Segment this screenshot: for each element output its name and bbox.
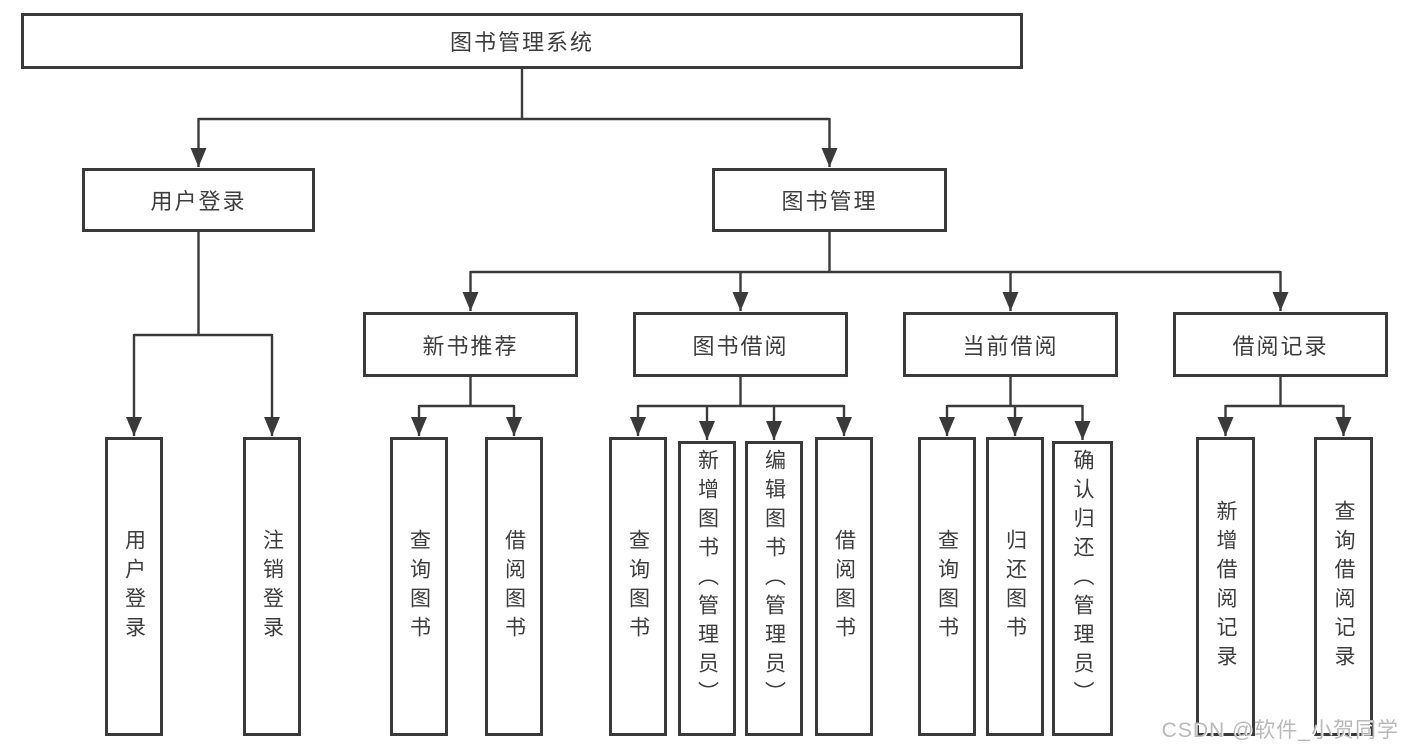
node-current-borrow: 当前借阅 [903,312,1118,377]
node-leaf-bb-borrow-books: 借阅图书 [815,437,873,736]
connector-user-login [126,232,280,436]
connector-current-borrow [939,377,1091,440]
node-borrow-records-label: 借阅记录 [1232,333,1329,359]
leaf-label: 借阅图书 [832,528,856,645]
node-leaf-nbr-borrow-books: 借阅图书 [485,437,543,736]
node-book-borrow-label: 图书借阅 [692,333,789,359]
node-leaf-logout: 注销登录 [243,437,301,736]
node-book-mgmt: 图书管理 [712,168,947,232]
node-leaf-br-query-record: 查询借阅记录 [1314,437,1373,736]
watermark: CSDN @软件_小贺同学 [1161,719,1399,742]
node-book-mgmt-label: 图书管理 [781,189,878,214]
leaf-label: 借阅图书 [502,528,526,645]
node-leaf-bb-edit-books: 编辑图书（管理员） [745,441,803,736]
node-book-borrow: 图书借阅 [633,312,848,377]
leaf-label: 新增图书（管理员） [695,449,719,710]
node-borrow-records: 借阅记录 [1173,312,1388,377]
node-leaf-user-login: 用户登录 [105,437,163,736]
node-leaf-bb-add-books: 新增图书（管理员） [678,441,736,736]
leaf-label: 查询借阅记录 [1332,499,1355,674]
connector-book-mgmt [462,232,1289,311]
leaf-label: 查询图书 [626,528,650,645]
node-leaf-nbr-query-books: 查询图书 [390,437,448,736]
connector-borrow-records [1217,377,1352,436]
node-current-borrow-label: 当前借阅 [962,333,1059,359]
connector-new-book-rec [411,377,522,436]
node-root-label: 图书管理系统 [449,30,594,55]
leaf-label: 查询图书 [935,528,959,645]
leaf-label: 归还图书 [1003,528,1027,645]
node-leaf-bb-query-books: 查询图书 [609,437,667,736]
connector-root [190,69,838,167]
node-root: 图书管理系统 [21,13,1023,69]
node-new-book-rec-label: 新书推荐 [422,333,519,359]
node-leaf-cb-return-books: 归还图书 [986,437,1044,736]
node-leaf-br-add-record: 新增借阅记录 [1196,437,1255,736]
leaf-label: 编辑图书（管理员） [762,449,786,710]
leaf-label: 确认归还（管理员） [1071,449,1094,710]
leaf-label: 查询图书 [407,528,431,645]
leaf-label: 注销登录 [260,528,284,645]
node-leaf-cb-confirm-return: 确认归还（管理员） [1052,441,1113,736]
node-user-login-label: 用户登录 [150,189,247,214]
node-user-login: 用户登录 [82,168,315,232]
node-new-book-rec: 新书推荐 [363,312,578,377]
leaf-label: 用户登录 [122,528,146,645]
leaf-label: 新增借阅记录 [1214,499,1237,674]
node-leaf-cb-query-books: 查询图书 [918,437,976,736]
connector-book-borrow [630,377,852,440]
